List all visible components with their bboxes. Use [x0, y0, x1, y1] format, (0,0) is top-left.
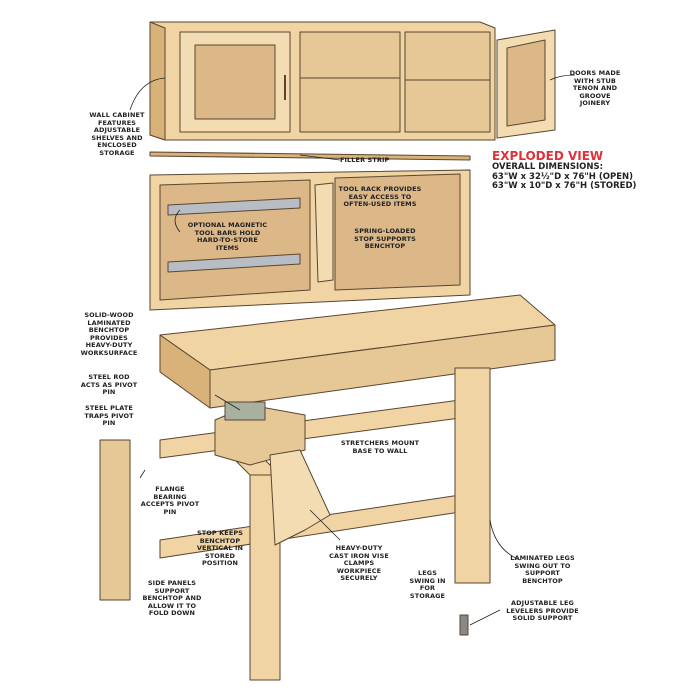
callout-stretchers: STRETCHERS MOUNT BASE TO WALL — [340, 439, 420, 455]
heading: EXPLODED VIEW — [492, 149, 604, 163]
base-frame — [99, 367, 491, 681]
callout-flange: FLANGE BEARING ACCEPTS PIVOT PIN — [140, 485, 200, 516]
callout-vise: HEAVY-DUTY CAST IRON VISE CLAMPS WORKPIE… — [329, 544, 389, 582]
tool-rack-panel — [149, 169, 471, 311]
dimensions-open: 63"W x 32½"D x 76"H (OPEN) — [492, 171, 634, 182]
callout-filler-strip: FILLER STRIP — [340, 156, 390, 164]
callout-steel-plate: STEEL PLATE TRAPS PIVOT PIN — [84, 404, 134, 427]
wall-cabinet — [149, 21, 556, 141]
exploded-view-title: EXPLODED VIEW OVERALL DIMENSIONS: 63"W x… — [492, 150, 636, 192]
dimensions-stored: 63"W x 10"D x 76"H (STORED) — [492, 181, 637, 191]
callout-benchtop: SOLID-WOOD LAMINATED BENCHTOP PROVIDES H… — [80, 311, 138, 357]
callout-steel-rod: STEEL ROD ACTS AS PIVOT PIN — [80, 373, 138, 396]
callout-doors: DOORS MADE WITH STUB TENON AND GROOVE JO… — [569, 69, 621, 107]
callout-legs-swing-in: LEGS SWING IN FOR STORAGE — [409, 569, 446, 600]
callout-magnetic-bars: OPTIONAL MAGNETIC TOOL BARS HOLD HARD-TO… — [187, 221, 268, 252]
callout-stop: STOP KEEPS BENCHTOP VERTICAL IN STORED P… — [196, 529, 244, 567]
callout-side-panels: SIDE PANELS SUPPORT BENCHTOP AND ALLOW I… — [142, 579, 202, 617]
callout-tool-rack: TOOL RACK PROVIDES EASY ACCESS TO OFTEN-… — [338, 185, 422, 208]
callout-leaders — [129, 74, 576, 626]
callout-laminated-legs: LAMINATED LEGS SWING OUT TO SUPPORT BENC… — [510, 554, 575, 585]
callout-spring-stop: SPRING-LOADED STOP SUPPORTS BENCHTOP — [354, 227, 416, 250]
subheading: OVERALL DIMENSIONS: — [492, 162, 604, 172]
callout-wall-cabinet: WALL CABINET FEATURES ADJUSTABLE SHELVES… — [89, 111, 145, 157]
callout-levelers: ADJUSTABLE LEG LEVELERS PROVIDE SOLID SU… — [506, 599, 579, 622]
benchtop — [159, 294, 556, 409]
